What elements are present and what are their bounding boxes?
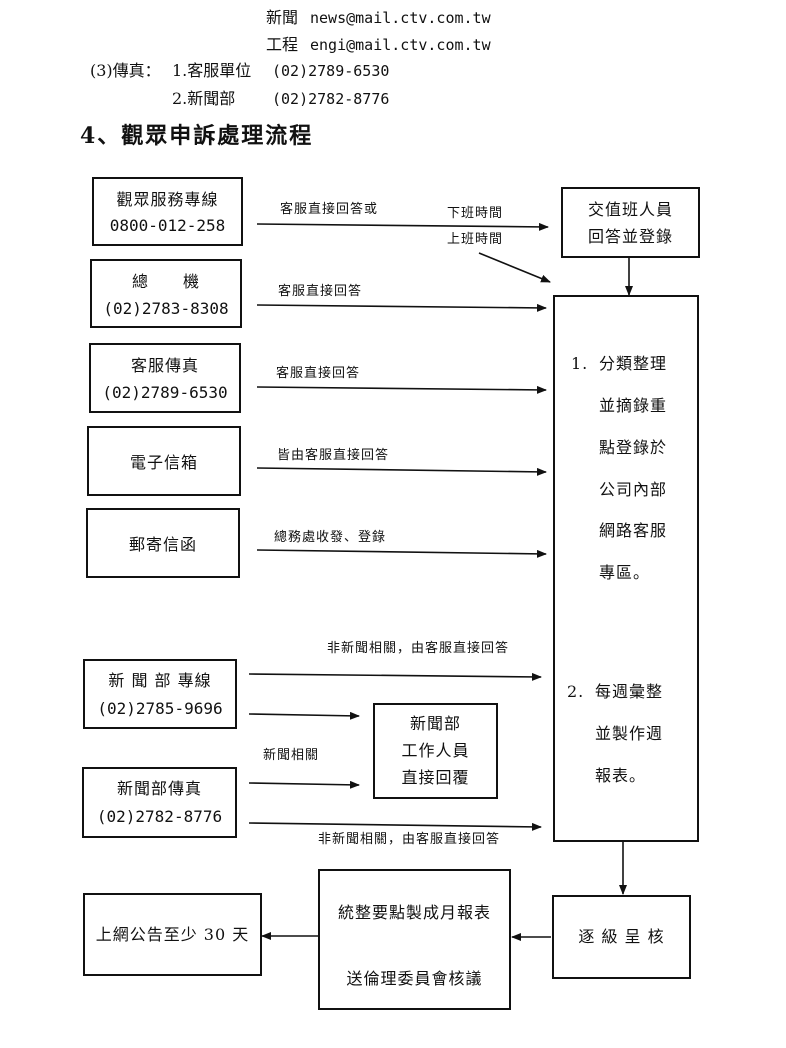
hotline-number: 0800-012-258 [109, 216, 226, 235]
email-box: 電子信箱 [87, 426, 241, 496]
hotline-name: 觀眾服務專線 [116, 190, 219, 209]
fax1-number: (02)2789-6530 [272, 62, 390, 80]
eng-email-label: 工程 [266, 35, 299, 54]
news-email-label: 新聞 [266, 8, 299, 27]
processing-item1-number: 1. [571, 354, 589, 373]
news-staff-line1: 新聞部 [409, 714, 461, 733]
label-onhours: 上班時間 [447, 232, 504, 247]
news-email: news@mail.ctv.com.tw [310, 9, 491, 27]
news-line-name: 新 聞 部 專線 [108, 671, 212, 690]
label-email: 皆由客服直接回答 [277, 448, 390, 463]
arrow-hotline-to-duty [256, 222, 549, 231]
processing-item1-line5: 網路客服 [599, 521, 668, 540]
label-offhours: 下班時間 [447, 206, 504, 221]
news-fax-number: (02)2782-8776 [96, 807, 223, 826]
cs-fax-box: 客服傳真 (02)2789-6530 [89, 343, 241, 413]
fax2-label: 2.新聞部 [172, 89, 236, 108]
duty-staff-box: 交值班人員 回答並登錄 [561, 187, 700, 258]
news-staff-line2: 工作人員 [401, 741, 470, 760]
switchboard-name: 總 機 [131, 272, 200, 291]
section-title: 4、觀眾申訴處理流程 [80, 123, 314, 149]
mail-box: 郵寄信函 [86, 508, 240, 578]
label-news-related: 新聞相關 [263, 748, 320, 763]
processing-item2-line1: 每週彙整 [595, 682, 664, 701]
news-staff-line3: 直接回覆 [401, 768, 470, 787]
news-line-box: 新 聞 部 專線 (02)2785-9696 [83, 659, 237, 729]
review-box: 逐 級 呈 核 [552, 895, 691, 979]
arrow-news-line-to-staff [248, 711, 360, 720]
processing-item2-number: 2. [567, 682, 585, 701]
news-fax-name: 新聞部傳真 [116, 779, 202, 798]
processing-box: 1. 分類整理 並摘錄重 點登錄於 公司內部 網路客服 專區。 2. 每週彙整 … [553, 295, 699, 842]
processing-item2-line2: 並製作週 [595, 724, 664, 743]
arrow-switchboard [256, 303, 547, 312]
switchboard-box: 總 機 (02)2783-8308 [90, 259, 242, 328]
processing-item1-line4: 公司內部 [599, 480, 668, 499]
fax1-label: 1.客服單位 [172, 61, 252, 80]
email-name: 電子信箱 [129, 453, 198, 472]
processing-item1-line6: 專區。 [599, 563, 651, 582]
review-label: 逐 級 呈 核 [578, 927, 665, 946]
duty-line1: 交值班人員 [587, 200, 673, 219]
arrow-news-line-to-processing [248, 672, 542, 681]
fax-heading: (3)傳真： [90, 61, 161, 80]
switchboard-number: (02)2783-8308 [103, 299, 229, 318]
label-non-news-bottom: 非新聞相關，由客服直接回答 [318, 832, 501, 847]
news-staff-box: 新聞部 工作人員 直接回覆 [373, 703, 498, 799]
hotline-box: 觀眾服務專線 0800-012-258 [92, 177, 243, 246]
publish-label: 上網公告至少 30 天 [95, 925, 250, 944]
duty-line2: 回答並登錄 [587, 227, 673, 246]
news-line-number: (02)2785-9696 [97, 699, 223, 718]
cs-fax-name: 客服傳真 [130, 356, 199, 375]
label-mail: 總務處收發、登錄 [274, 530, 387, 545]
monthly-line2: 送倫理委員會核議 [346, 969, 483, 988]
arrow-cs-fax [256, 385, 547, 394]
arrow-hotline-to-processing [478, 252, 551, 283]
label-cs-fax: 客服直接回答 [276, 366, 361, 381]
arrow-mail [256, 549, 547, 558]
label-switchboard: 客服直接回答 [278, 284, 363, 299]
processing-item2-line3: 報表。 [595, 766, 647, 785]
processing-item1-line2: 並摘錄重 [599, 396, 668, 415]
label-hotline-cs: 客服直接回答或 [280, 202, 379, 217]
arrow-news-fax-to-staff [248, 780, 360, 789]
publish-box: 上網公告至少 30 天 [83, 893, 262, 976]
arrow-news-fax-to-processing [248, 822, 542, 831]
processing-item1-line3: 點登錄於 [599, 438, 668, 457]
monthly-line1: 統整要點製成月報表 [337, 903, 491, 922]
monthly-report-box: 統整要點製成月報表 送倫理委員會核議 [318, 869, 511, 1010]
eng-email: engi@mail.ctv.com.tw [310, 36, 491, 54]
processing-item1-line1: 分類整理 [599, 354, 668, 373]
cs-fax-number: (02)2789-6530 [102, 383, 228, 402]
mail-name: 郵寄信函 [128, 535, 197, 554]
arrow-email [256, 467, 547, 476]
news-fax-box: 新聞部傳真 (02)2782-8776 [82, 767, 237, 838]
label-non-news-top: 非新聞相關，由客服直接回答 [327, 641, 510, 656]
fax2-number: (02)2782-8776 [272, 90, 390, 108]
